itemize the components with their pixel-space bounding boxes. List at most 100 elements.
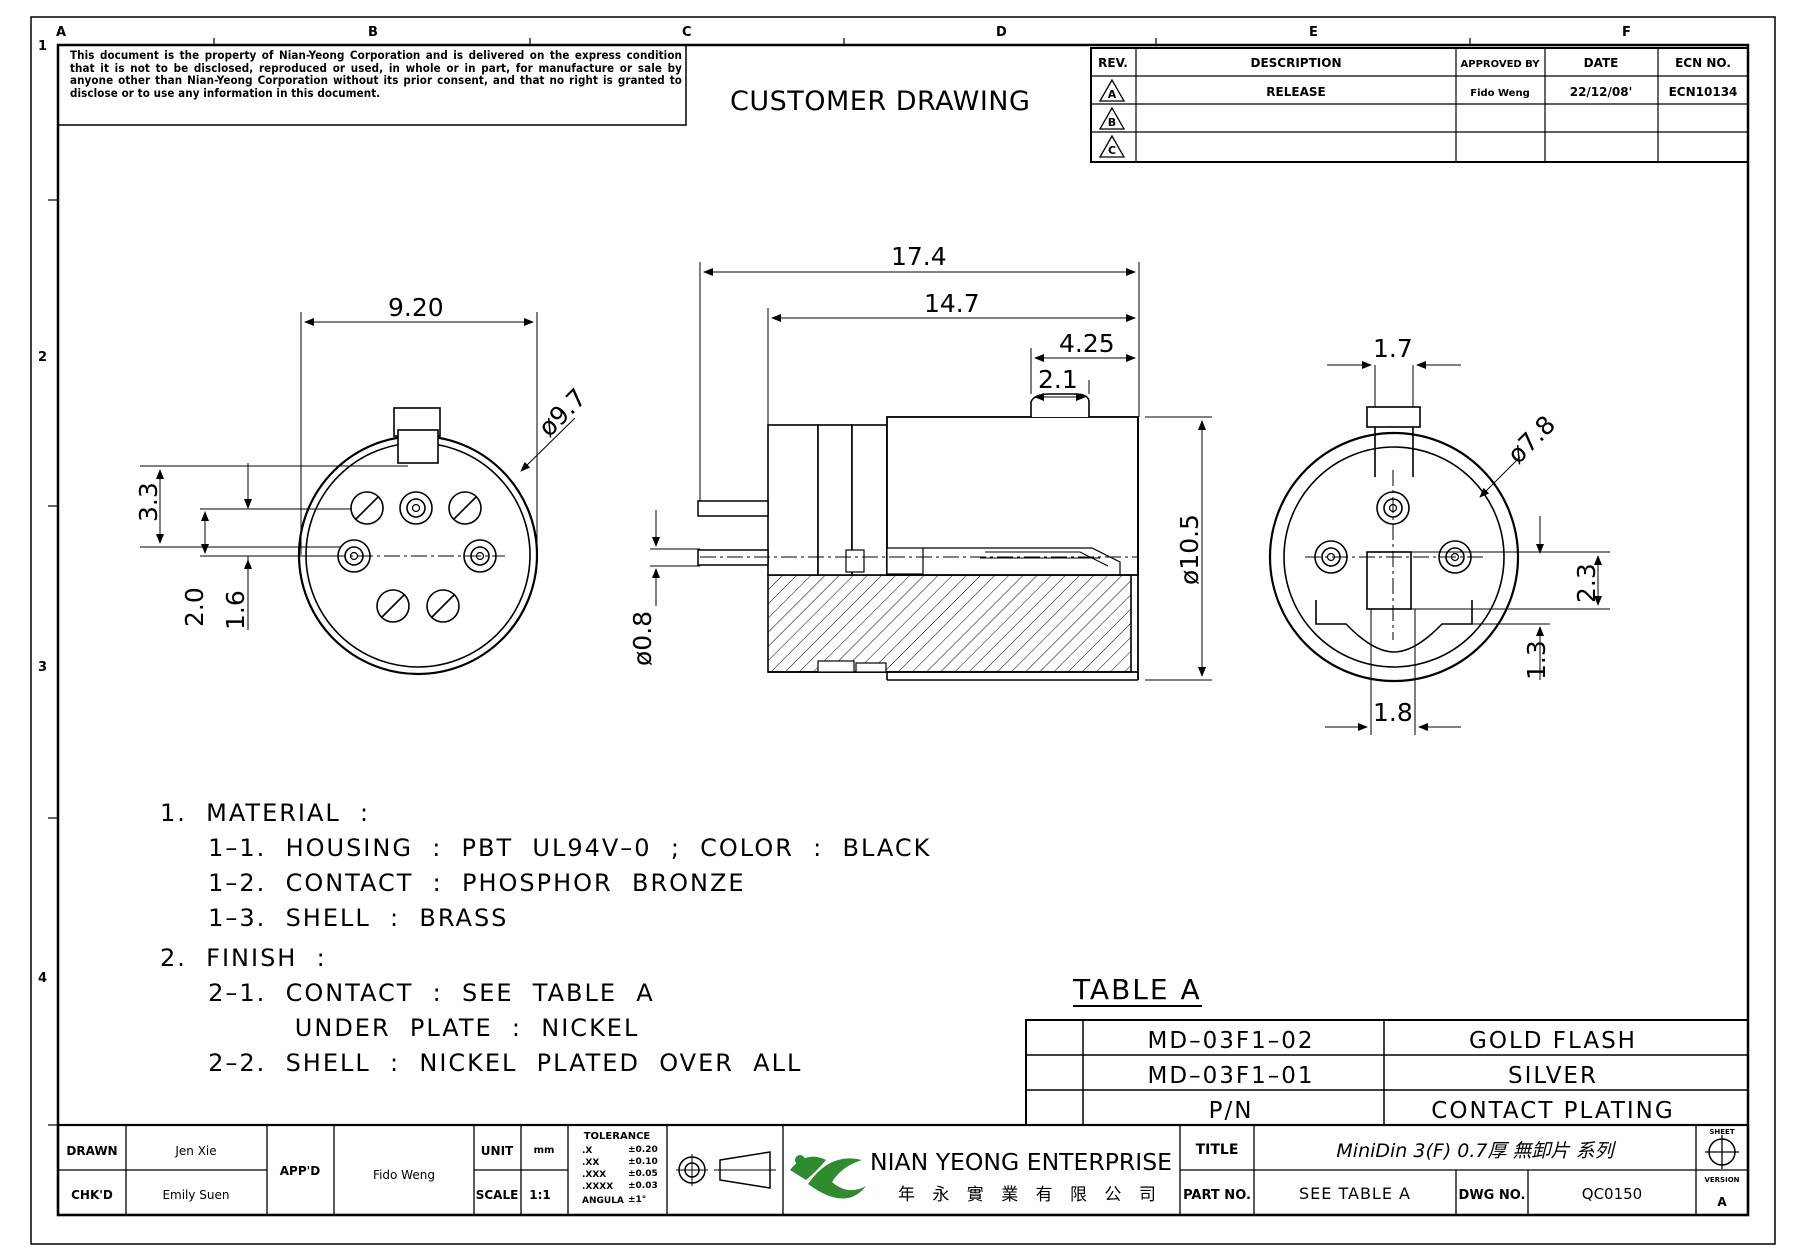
table-a-title: TABLE A <box>1073 973 1202 1007</box>
company-logo-icon <box>790 1155 866 1199</box>
dim-side-key-width: 2.1 <box>1038 365 1078 394</box>
drawing-title: CUSTOMER DRAWING <box>730 86 1031 117</box>
dim-front-spacing-b: 1.6 <box>221 590 250 630</box>
zone-number-4: 4 <box>38 971 47 986</box>
table-a-pn-row2: MD–03F1–01 <box>1148 1063 1315 1089</box>
dim-front-pin-offset: 3.3 <box>134 482 163 522</box>
note-line: 1. MATERIAL : <box>160 799 371 827</box>
zone-letter-c: C <box>682 25 692 40</box>
tol-row5-val: ±1° <box>628 1195 646 1205</box>
tol-row3-val: ±0.05 <box>628 1169 658 1179</box>
rev-a-description: RELEASE <box>1266 85 1325 99</box>
zone-letter-d: D <box>996 25 1007 40</box>
dim-side-pin-diameter: ø0.8 <box>628 611 657 666</box>
dim-front-spacing-a: 2.0 <box>180 587 209 627</box>
note-line: 2–1. CONTACT : SEE TABLE A <box>160 979 655 1007</box>
rear-view-labels: 1.7 ø7.8 2.3 1.3 1.8 <box>1373 334 1601 727</box>
zone-ticks <box>48 38 1471 1126</box>
version-value: A <box>1717 1195 1727 1209</box>
note-line: UNDER PLATE : NICKEL <box>160 1014 640 1042</box>
dim-side-height: ø10.5 <box>1175 514 1204 585</box>
dim-side-total: 17.4 <box>891 242 947 271</box>
tol-row5-key: ANGULA <box>582 1196 624 1206</box>
note-line: 2. FINISH : <box>160 944 327 972</box>
table-a-text: MD–03F1–02 GOLD FLASH MD–03F1–01 SILVER … <box>1148 1028 1673 1124</box>
zone-number-1: 1 <box>38 39 47 54</box>
tol-row3-key: .XXX <box>582 1170 606 1180</box>
zone-letter-b: B <box>368 25 378 40</box>
dim-side-key-length: 4.25 <box>1059 329 1115 358</box>
unit-label: UNIT <box>481 1144 514 1158</box>
tol-row1-key: .X <box>582 1146 592 1156</box>
zone-letter-a: A <box>56 25 66 40</box>
checked-label: CHK'D <box>71 1188 113 1202</box>
note-line: 1–2. CONTACT : PHOSPHOR BRONZE <box>160 869 746 897</box>
approved-value: Fido Weng <box>373 1168 435 1182</box>
version-label: VERSION <box>1704 1176 1739 1184</box>
rev-a-approved: Fido Weng <box>1470 88 1530 99</box>
tolerance-label: TOLERANCE <box>584 1131 651 1142</box>
side-view-labels: 17.4 14.7 4.25 2.1 ø10.5 ø0.8 <box>628 242 1204 666</box>
zone-number-2: 2 <box>38 350 47 365</box>
table-a-plating-row1: GOLD FLASH <box>1469 1028 1637 1054</box>
front-view-labels: 9.20 ø9.7 3.3 2.0 1.6 <box>134 293 592 630</box>
rev-c-label: C <box>1108 144 1116 157</box>
outer-border <box>30 16 1776 1245</box>
dim-front-diameter: ø9.7 <box>533 383 592 442</box>
description-header: DESCRIPTION <box>1250 56 1341 70</box>
checked-value: Emily Suen <box>162 1188 229 1202</box>
sheet-label: SHEET <box>1709 1128 1734 1136</box>
zone-number-3: 3 <box>38 660 47 675</box>
zone-letter-e: E <box>1309 25 1318 40</box>
front-view <box>140 312 576 676</box>
dwg-label: DWG NO. <box>1459 1188 1526 1203</box>
company-text: NIAN YEONG ENTERPRISE 年 永 實 業 有 限 公 司 <box>870 1150 1172 1205</box>
title-block-grid <box>56 1123 1750 1217</box>
dwg-value: QC0150 <box>1582 1185 1642 1203</box>
drawn-value: Jen Xie <box>174 1144 216 1158</box>
side-view <box>650 262 1212 681</box>
dim-rear-key-width: 1.7 <box>1373 334 1413 363</box>
scale-label: SCALE <box>476 1188 519 1202</box>
table-a-pn-header: P/N <box>1209 1098 1254 1124</box>
note-line: 1–3. SHELL : BRASS <box>160 904 509 932</box>
zone-labels: A B C D E F 1 2 3 4 <box>38 25 1631 986</box>
rev-header: REV. <box>1098 56 1128 70</box>
tol-row2-val: ±0.10 <box>628 1157 658 1167</box>
dim-side-body: 14.7 <box>924 289 980 318</box>
rear-view <box>1268 361 1610 735</box>
notice-box <box>57 44 687 126</box>
rev-a-date: 22/12/08' <box>1570 85 1633 99</box>
dim-rear-bottom-width: 1.8 <box>1373 698 1413 727</box>
date-header: DATE <box>1584 56 1619 70</box>
title-value: MiniDin 3(F) 0.7厚 無卸片 系列 <box>1336 1140 1616 1162</box>
dim-rear-diameter: ø7.8 <box>1502 410 1561 469</box>
revision-table-text: REV. DESCRIPTION APPROVED BY DATE ECN NO… <box>1098 56 1737 157</box>
title-block-text: DRAWN Jen Xie CHK'D Emily Suen APP'D Fid… <box>66 1131 650 1202</box>
table-a-pn-row1: MD–03F1–02 <box>1148 1028 1315 1054</box>
confidentiality-notice: This document is the property of Nian-Ye… <box>70 48 682 100</box>
rev-a-ecn: ECN10134 <box>1669 85 1738 99</box>
part-label: PART NO. <box>1183 1188 1251 1203</box>
approved-label: APP'D <box>280 1164 321 1178</box>
table-a-plating-row2: SILVER <box>1508 1063 1598 1089</box>
rev-b-label: B <box>1108 116 1116 129</box>
tol-row2-key: .XX <box>582 1158 599 1168</box>
drawn-label: DRAWN <box>66 1144 117 1158</box>
part-value: SEE TABLE A <box>1299 1184 1411 1203</box>
zone-letter-f: F <box>1622 25 1631 40</box>
rev-a-label: A <box>1108 88 1117 101</box>
tol-row4-val: ±0.03 <box>628 1181 658 1191</box>
tol-row4-key: .XXXX <box>582 1182 613 1192</box>
note-line: 1–1. HOUSING : PBT UL94V–0 ; COLOR : BLA… <box>160 834 932 862</box>
title-label: TITLE <box>1196 1142 1239 1158</box>
unit-value: mm <box>534 1145 555 1156</box>
revision-table <box>1090 47 1749 163</box>
title-block-right: TITLE MiniDin 3(F) 0.7厚 無卸片 系列 PART NO. … <box>1183 1128 1740 1209</box>
company-name-cn: 年 永 實 業 有 限 公 司 <box>898 1185 1162 1205</box>
approved-header: APPROVED BY <box>1461 59 1541 70</box>
tol-row1-val: ±0.20 <box>628 1145 658 1155</box>
dim-front-width: 9.20 <box>388 293 444 322</box>
material-notes: 1. MATERIAL : 1–1. HOUSING : PBT UL94V–0… <box>160 796 931 1081</box>
